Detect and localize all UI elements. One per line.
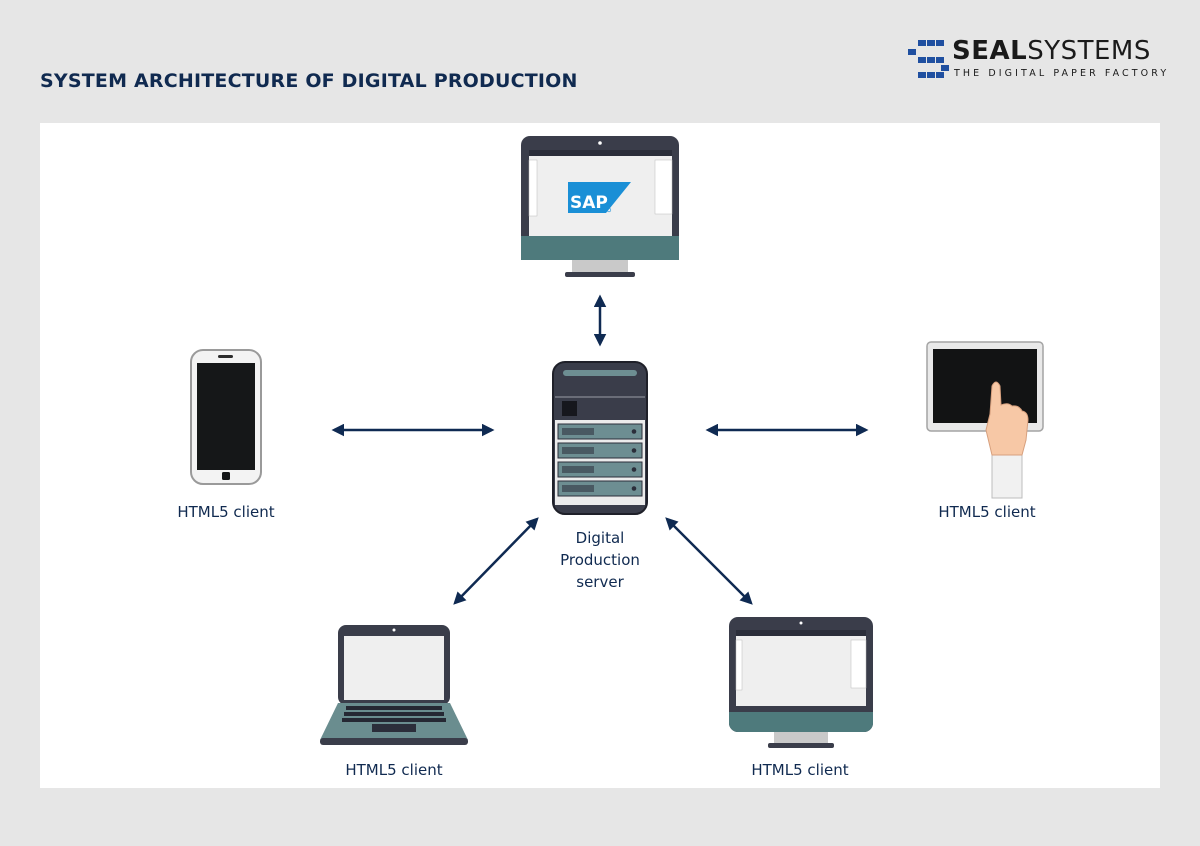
logo-name: SEALSYSTEMS [952,36,1151,66]
logo-name-light: SYSTEMS [1027,36,1151,66]
smartphone-icon [190,349,262,485]
tablet-label: HTML5 client [938,503,1036,521]
server-label: Digital Production server [540,527,660,593]
server-label-line-3: server [576,573,624,591]
laptop-label: HTML5 client [345,761,443,779]
page-title: SYSTEM ARCHITECTURE OF DIGITAL PRODUCTIO… [40,70,578,92]
desktop-label: HTML5 client [751,761,849,779]
phone-label: HTML5 client [177,503,275,521]
tablet-touch-icon [926,341,1044,499]
desktop-monitor-icon [729,617,873,748]
laptop-icon [320,625,468,745]
company-logo: SEALSYSTEMS THE DIGITAL PAPER FACTORY [908,36,1170,82]
arrow-server-desktop [665,517,753,605]
server-tower-icon [552,361,648,515]
logo-squares-icon [908,38,949,78]
arrow-server-laptop [453,517,539,605]
sap-logo-text: SAP [570,193,608,213]
logo-tagline: THE DIGITAL PAPER FACTORY [954,68,1170,79]
logo-name-bold: SEAL [952,36,1028,66]
server-label-line-2: Production [560,551,640,569]
server-label-line-1: Digital [575,529,625,547]
desktop-monitor-sap-icon: SAP [521,136,679,277]
